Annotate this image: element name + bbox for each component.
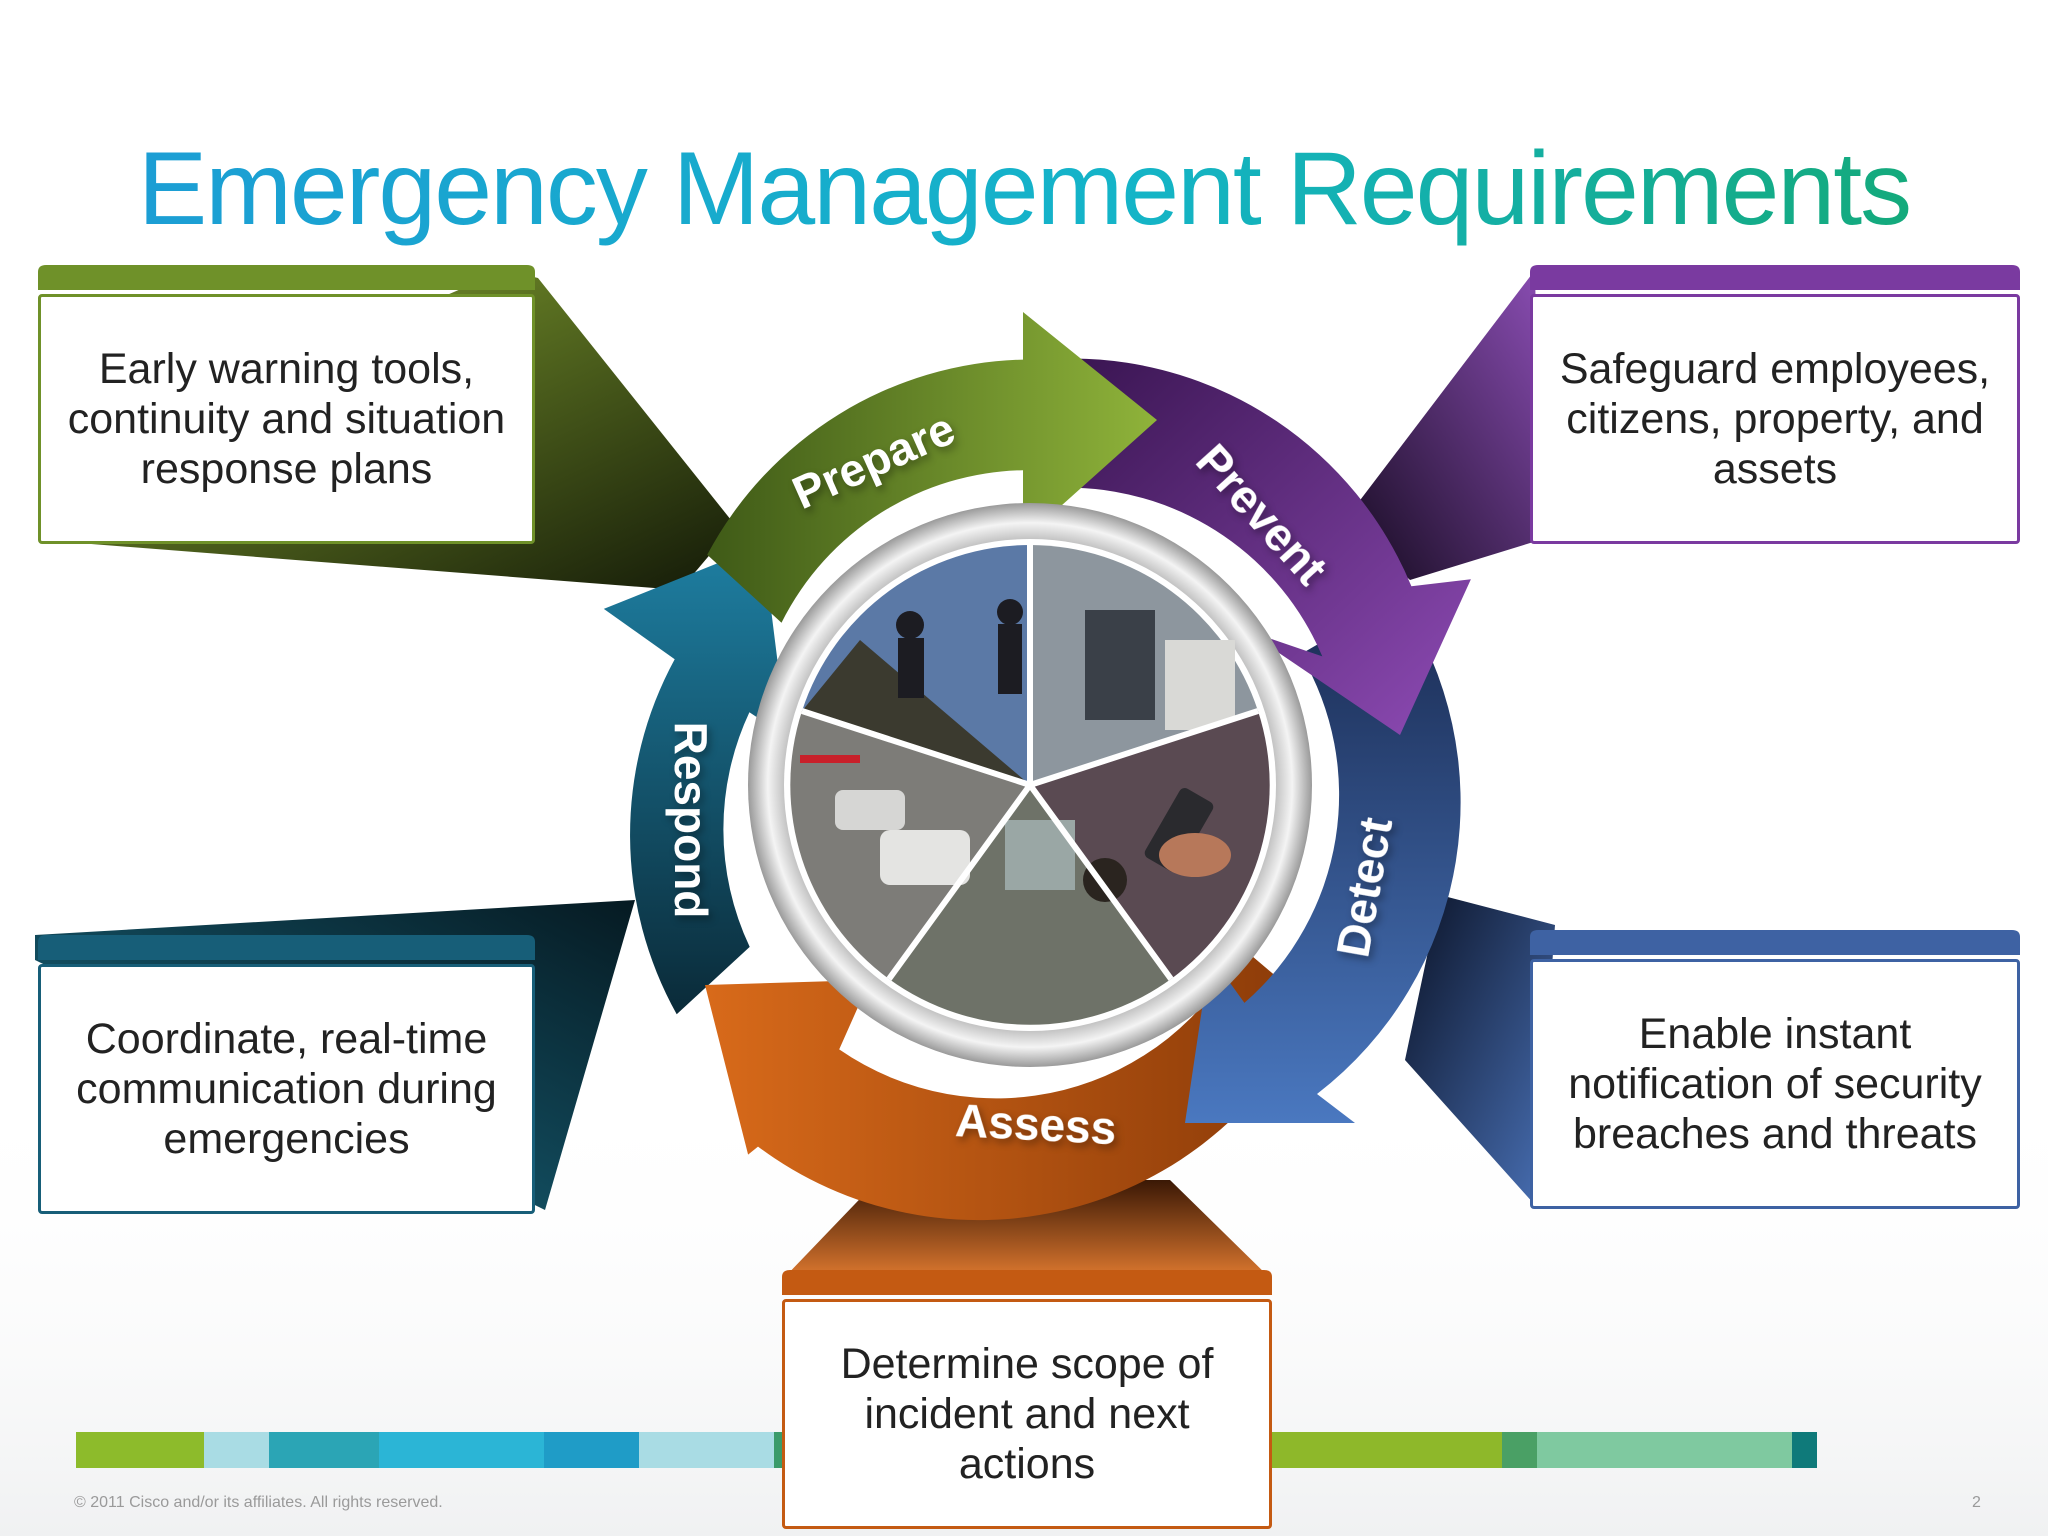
photo-access-keypad-panel (1085, 610, 1155, 720)
photo-dividers (801, 545, 1259, 981)
prevent-callout: Safeguard employees, citizens, property,… (1530, 294, 2020, 544)
footer-stripe-segment (379, 1432, 544, 1468)
footer-stripe-segment (269, 1432, 379, 1468)
detect-callout-text: Enable instant notification of security … (1568, 1010, 1982, 1158)
photo-police-cars-car-2 (880, 830, 970, 885)
footer-stripe-segment (204, 1432, 269, 1468)
prepare-arrow (707, 312, 1157, 623)
respond-arrow (603, 545, 787, 1015)
assess-label: Assess (954, 1094, 1118, 1154)
prevent-arrow (1073, 358, 1471, 735)
prepare-callout: Early warning tools, continuity and situ… (38, 294, 535, 544)
footer-stripe-segment (76, 1432, 204, 1468)
prevent-box-bar (1530, 265, 2020, 290)
assess-arrow (705, 947, 1313, 1221)
footer-stripe-segment (544, 1432, 639, 1468)
footer-stripe-segment (1502, 1432, 1537, 1468)
prepare-callout-text: Early warning tools, continuity and situ… (67, 345, 506, 493)
assess-callout-text: Determine scope of incident and next act… (840, 1340, 1214, 1488)
assess-callout: Determine scope of incident and next act… (782, 1299, 1272, 1529)
photo-rooftop-watch-figure (896, 611, 924, 639)
detect-connector (1405, 895, 1555, 1205)
footer-stripe-segment (1537, 1432, 1792, 1468)
respond-callout: Coordinate, real-time communication duri… (38, 964, 535, 1214)
photo-rooftop-watch-roof (802, 640, 1030, 785)
detect-box-bar (1530, 930, 2020, 955)
photo-police-cars-car-1 (835, 790, 905, 830)
photo-rooftop-watch-figure-2-body (998, 624, 1022, 694)
slide-title: Emergency Management Requirements (0, 130, 2048, 249)
copyright-notice: © 2011 Cisco and/or its affiliates. All … (74, 1494, 443, 1511)
respond-box-bar (38, 935, 535, 960)
photo-rooftop-watch-figure-2 (997, 599, 1023, 625)
footer-stripe-segment (1792, 1432, 1817, 1468)
respond-label: Respond (665, 722, 717, 919)
slide-number: 2 (1972, 1494, 1981, 1511)
photo-access-keypad-sign (1165, 640, 1235, 730)
footer-stripe-segment (639, 1432, 774, 1468)
photo-rooftop-watch-figure-body (898, 638, 924, 698)
detect-callout: Enable instant notification of security … (1530, 959, 2020, 1209)
prevent-callout-text: Safeguard employees, citizens, property,… (1559, 345, 1991, 493)
assess-box-bar (782, 1270, 1272, 1295)
photo-mobile-device-hand (1159, 833, 1231, 877)
photo-police-cars-lights (800, 755, 860, 763)
prevent-connector (1345, 270, 1540, 580)
respond-callout-text: Coordinate, real-time communication duri… (76, 1015, 497, 1163)
photo-collage (790, 545, 1270, 1025)
prepare-box-bar (38, 265, 535, 290)
photo-monitoring-desk (889, 785, 1171, 1025)
